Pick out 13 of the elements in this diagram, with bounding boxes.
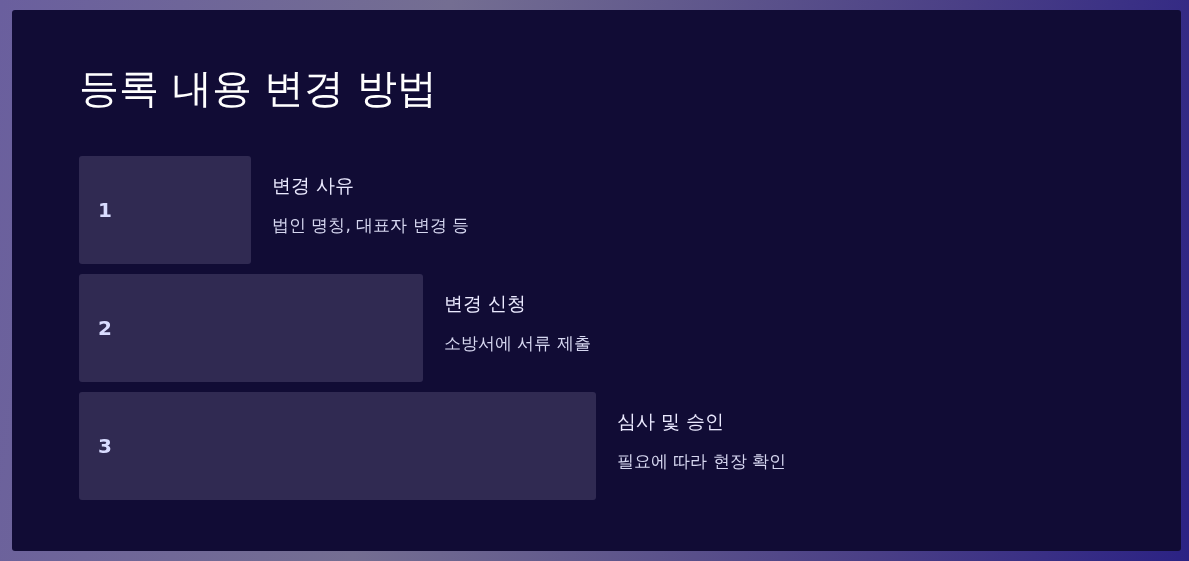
step-bar bbox=[79, 274, 423, 382]
step-description: 법인 명칭, 대표자 변경 등 bbox=[272, 214, 470, 237]
step-number: 1 bbox=[98, 198, 112, 222]
step-description: 필요에 따라 현장 확인 bbox=[617, 450, 787, 473]
step-bar bbox=[79, 156, 251, 264]
step-heading: 변경 신청 bbox=[444, 291, 527, 316]
step-heading: 변경 사유 bbox=[272, 173, 355, 198]
step-heading: 심사 및 승인 bbox=[617, 409, 725, 434]
title: 등록 내용 변경 방법 bbox=[79, 64, 438, 113]
step-description: 소방서에 서류 제출 bbox=[444, 332, 591, 355]
step-number: 2 bbox=[98, 316, 112, 340]
step-number: 3 bbox=[98, 434, 112, 458]
step-bar bbox=[79, 392, 596, 500]
